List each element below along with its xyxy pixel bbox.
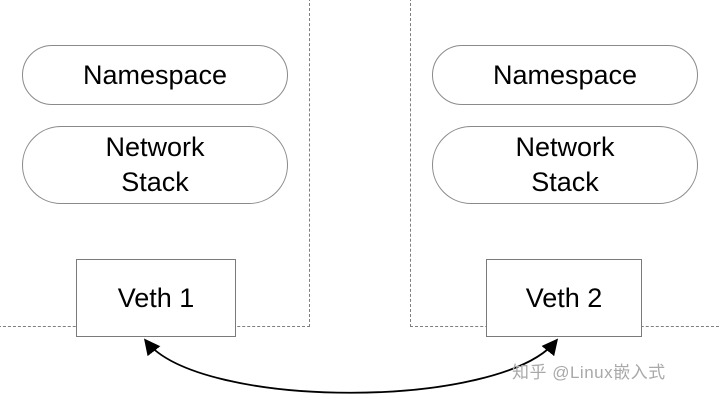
right-namespace-label: Namespace <box>492 59 638 90</box>
watermark-text: 知乎 @Linux嵌入式 <box>512 363 666 382</box>
left-namespace-pill: Namespace <box>22 45 288 105</box>
curved-double-arrow <box>143 338 559 394</box>
right-network-stack-label: Network Stack <box>515 132 615 197</box>
veth2-box: Veth 2 <box>486 259 642 337</box>
right-namespace-pill: Namespace <box>432 45 698 105</box>
left-network-stack-pill: Network Stack <box>22 126 288 204</box>
veth2-label: Veth 2 <box>525 282 603 313</box>
left-network-stack-label: Network Stack <box>105 132 205 197</box>
left-namespace-label: Namespace <box>82 59 228 90</box>
right-network-stack-pill: Network Stack <box>432 126 698 204</box>
veth1-box: Veth 1 <box>76 259 236 337</box>
veth1-label: Veth 1 <box>117 282 195 313</box>
